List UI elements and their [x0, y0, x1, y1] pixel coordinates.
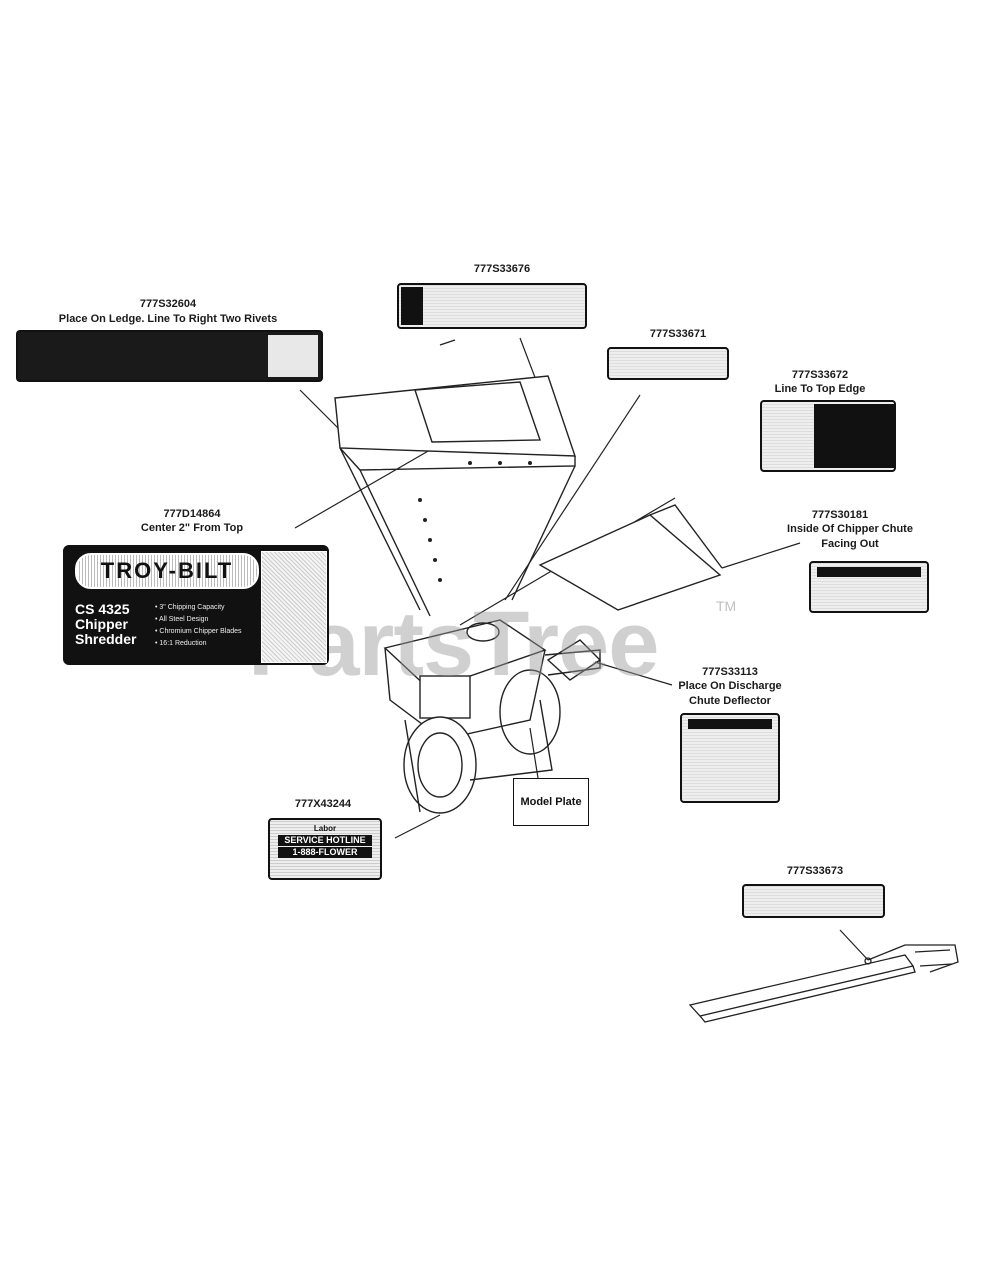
callout-part-777S33113: 777S33113: [702, 666, 758, 678]
callout-note-777S32604: Place On Ledge. Line To Right Two Rivets: [58, 313, 278, 325]
service-label-line1: Labor: [313, 824, 337, 833]
decal-features: • 3" Chipping Capacity • All Steel Desig…: [155, 602, 242, 650]
service-label-line2: SERVICE HOTLINE: [278, 835, 372, 846]
decal-model-number: CS 4325: [75, 601, 130, 617]
callout-part-777S30181: 777S30181: [811, 509, 869, 521]
callout-part-777S33676: 777S33676: [473, 263, 531, 275]
callout-note2-777S33113: Chute Deflector: [689, 695, 771, 707]
decal-machine-image: [261, 551, 327, 663]
decal-777S33676: [397, 283, 587, 329]
callout-note1-777S33113: Place On Discharge: [678, 680, 782, 692]
brand-logo: TROY-BILT: [75, 553, 259, 589]
callout-part-777S33672: 777S33672: [791, 369, 849, 381]
decal-777D14864: TROY-BILT CS 4325 Chipper Shredder • 3" …: [63, 545, 329, 665]
callout-note-777S33672: Line To Top Edge: [774, 383, 866, 395]
model-plate: Model Plate: [513, 778, 589, 826]
decal-777S33671: [607, 347, 729, 380]
decal-777S33673: [742, 884, 885, 918]
callout-note-777D14864: Center 2" From Top: [140, 522, 244, 534]
feature-item: • All Steel Design: [155, 616, 209, 623]
callout-part-777S32604: 777S32604: [139, 298, 197, 310]
callout-part-777X43244: 777X43244: [294, 798, 352, 810]
callout-note2-777S30181: Facing Out: [821, 538, 879, 550]
callout-part-777D14864: 777D14864: [163, 508, 221, 520]
watermark-tm: TM: [716, 598, 737, 614]
feature-item: • Chromium Chipper Blades: [155, 628, 242, 635]
decal-777S32604: [16, 330, 323, 382]
decal-777S30181: [809, 561, 929, 613]
decal-777S33672: [760, 400, 896, 472]
callout-part-777S33671: 777S33671: [649, 328, 707, 340]
service-label-line3: 1-888-FLOWER: [278, 847, 372, 858]
decal-name-line1: Chipper: [75, 616, 128, 632]
callout-note1-777S30181: Inside Of Chipper Chute: [787, 523, 913, 535]
decal-name-line2: Shredder: [75, 631, 137, 647]
feature-item: • 16:1 Reduction: [155, 640, 207, 647]
feature-item: • 3" Chipping Capacity: [155, 604, 225, 611]
decal-777S33113: [680, 713, 780, 803]
callout-part-777S33673: 777S33673: [786, 865, 844, 877]
chipper-blade-drawing: [688, 944, 959, 1023]
decal-777X43244: Labor SERVICE HOTLINE 1-888-FLOWER: [268, 818, 382, 880]
chipper-shredder-drawing: [334, 339, 723, 814]
